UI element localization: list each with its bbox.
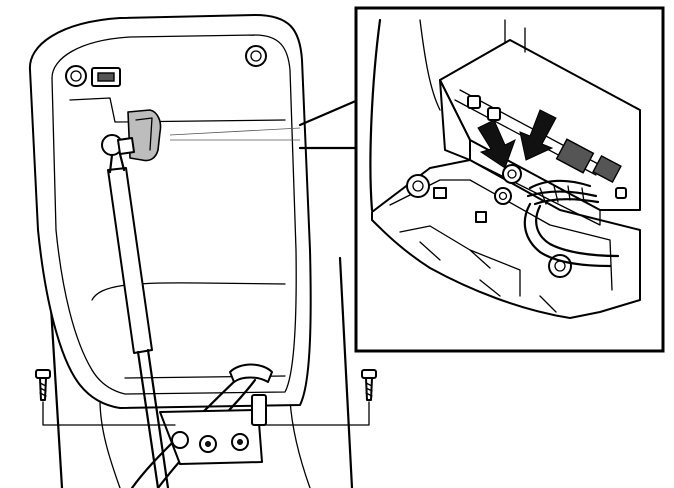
lower-mount-plate [159, 394, 267, 465]
arrow-right [519, 109, 557, 161]
wiring-harness [130, 363, 273, 488]
screw-leader-lines [42, 401, 370, 426]
zoom-callout [298, 98, 360, 150]
screw-left [35, 369, 51, 401]
screw-right [361, 369, 377, 401]
strut-bracket [127, 109, 162, 162]
lid-latch [91, 67, 121, 87]
gas-strut [101, 134, 170, 488]
arrow-left [477, 119, 516, 169]
connector-detail-inset [354, 6, 665, 353]
lid-hole-right [245, 45, 267, 67]
lid-hole-left [65, 65, 87, 87]
